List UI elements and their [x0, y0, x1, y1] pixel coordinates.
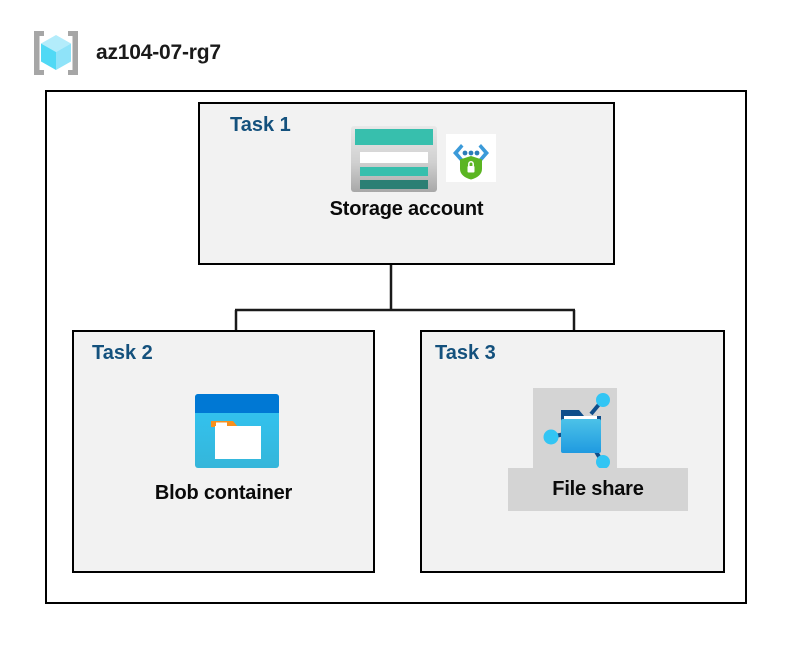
- storage-account-icon: [351, 126, 437, 192]
- blob-container-icon: [195, 394, 279, 468]
- task-2-label: Task 2: [92, 342, 153, 364]
- encryption-shield-icon: [446, 134, 496, 182]
- resource-group-header: az104-07-rg7: [30, 28, 221, 78]
- task-3-label: Task 3: [435, 342, 496, 364]
- resource-group-name: az104-07-rg7: [96, 41, 221, 64]
- file-share-icon: [543, 393, 610, 469]
- task-1-label: Task 1: [230, 114, 291, 136]
- storage-account-caption: Storage account: [329, 198, 484, 220]
- file-share-caption: File share: [508, 468, 688, 511]
- resource-group-icon: [34, 31, 78, 75]
- blob-container-caption: Blob container: [154, 482, 293, 504]
